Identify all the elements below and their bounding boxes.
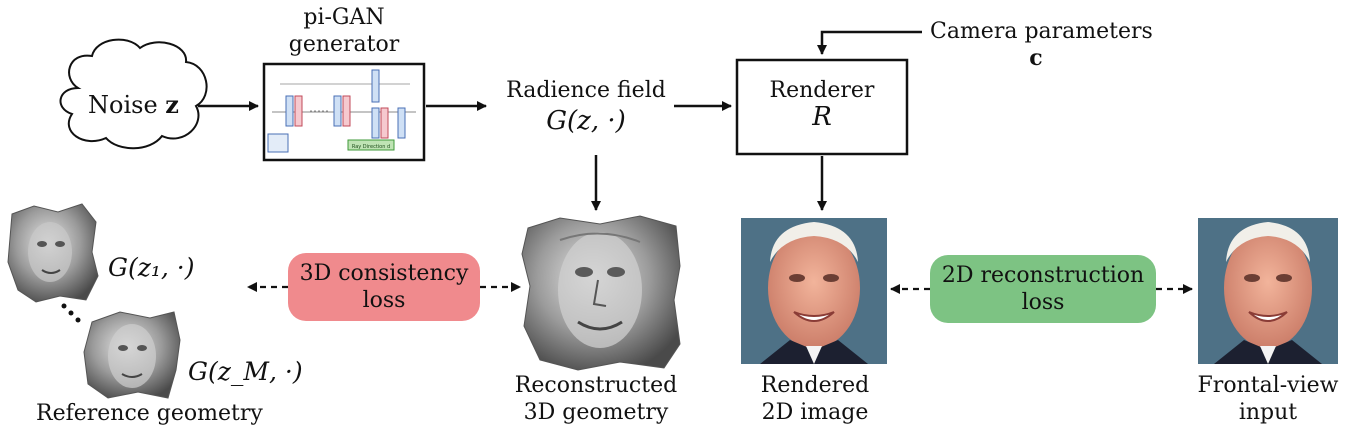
renderer-text: Renderer [769,78,875,103]
radiance-field-text: Radience field [506,78,666,103]
arrow-camera-to-renderer [817,30,922,55]
dashed-arrows [247,282,1193,294]
generator-title-line1: pi-GAN [303,5,385,30]
generator-title-line2: generator [288,32,400,57]
reference-mesh-m [83,311,181,399]
consistency-loss-pill: 3D consistency loss [288,253,480,321]
reconstructed-caption-line1: Reconstructed [514,373,678,398]
generator-box: Ray Direction d [262,62,426,162]
consistency-loss-line2: loss [362,288,406,313]
frontal-caption-line2: input [1238,400,1298,425]
radiance-field-label: Radience field G(z, ·) [496,77,676,135]
frontal-caption-line1: Frontal-view [1197,373,1339,398]
reconstructed-caption-line2: 3D geometry [523,400,669,425]
noise-label: Noise z [88,91,179,119]
reference-math-1: G(z₁, ·) [108,253,195,282]
generator-architecture-thumbnail: Ray Direction d [267,69,416,153]
generator-inner-label: Ray Direction d [352,144,390,150]
reconstructed-caption: Reconstructed 3D geometry [510,372,682,426]
reconstructed-mesh [521,215,681,371]
reference-math-m: G(z_M, ·) [188,357,303,386]
rendered-caption-line2: 2D image [761,400,869,425]
renderer-symbol: R [812,102,832,132]
renderer-box [735,58,909,156]
camera-parameters-text: Camera parameters [930,19,1153,44]
reference-mesh-1 [7,203,99,303]
reference-ellipsis-dots [61,303,81,323]
reconstruction-loss-pill: 2D reconstruction loss [930,255,1156,323]
noise-variable: z [165,90,179,119]
reconstruction-loss-line1: 2D reconstruction [941,263,1145,288]
camera-parameters-label: Camera parameters c [930,18,1153,72]
rendered-caption-line1: Rendered [760,373,870,398]
renderer-label: Renderer R [737,77,907,131]
consistency-loss-line1: 3D consistency [299,261,469,286]
reference-geometry-caption: Reference geometry [36,401,263,426]
rendered-face-image [741,218,887,364]
generator-title: pi-GAN generator [284,4,404,58]
camera-parameters-variable: c [1029,45,1043,71]
noise-cloud-shape [59,38,208,150]
noise-label-text: Noise [88,91,158,119]
frontal-face-image [1198,218,1338,364]
rendered-caption: Rendered 2D image [742,372,888,426]
frontal-caption: Frontal-view input [1192,372,1344,426]
radiance-field-math: G(z, ·) [546,106,626,136]
arrows [198,30,922,211]
reconstruction-loss-line2: loss [1021,290,1065,315]
